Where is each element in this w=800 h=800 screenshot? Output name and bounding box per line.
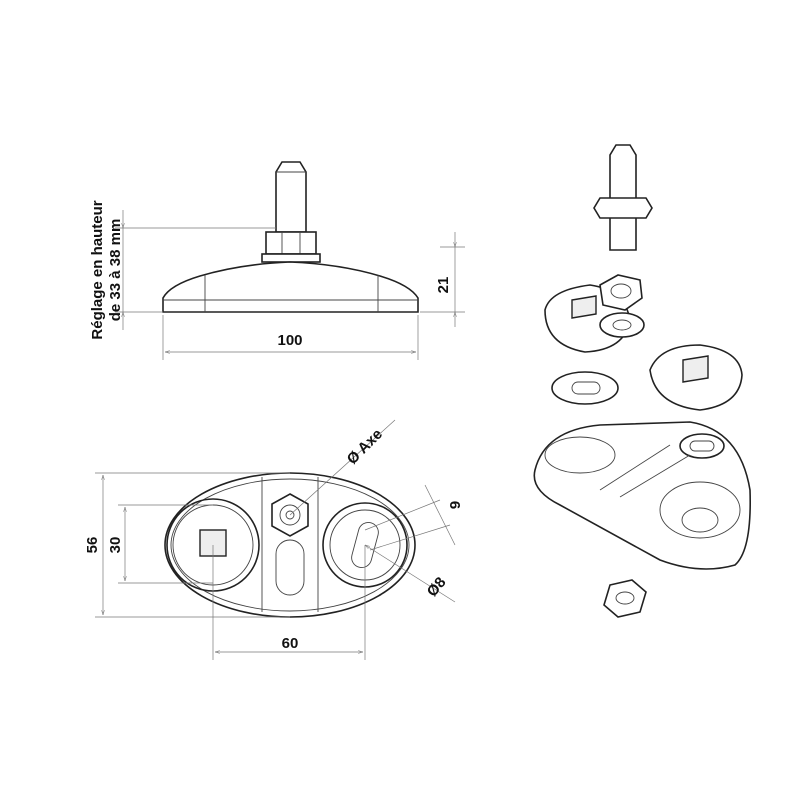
axis-diameter-label: Ø Axe — [344, 426, 386, 468]
overall-height-label: 56 — [84, 537, 101, 554]
width-dim-label: 100 — [277, 332, 302, 349]
stud — [275, 161, 307, 233]
top-view: Ø Axe 6 Ø8 56 30 60 — [84, 419, 463, 660]
height-adjust-line1: Réglage en hauteur — [89, 200, 106, 339]
height-adjust-line2: de 33 à 38 mm — [107, 219, 124, 322]
inner-height-label: 30 — [107, 537, 124, 554]
base — [162, 261, 419, 313]
height-dim-label: 21 — [435, 277, 452, 294]
exploded-bottom-nut — [603, 579, 647, 618]
hex-nut — [265, 231, 317, 255]
slot-width-label: 6 — [446, 501, 463, 509]
center-distance-label: 60 — [282, 635, 299, 652]
exploded-view — [533, 144, 752, 618]
exploded-base — [533, 421, 752, 570]
side-view: 100 21 Réglage en hauteur de 33 à 38 mm — [89, 161, 465, 360]
